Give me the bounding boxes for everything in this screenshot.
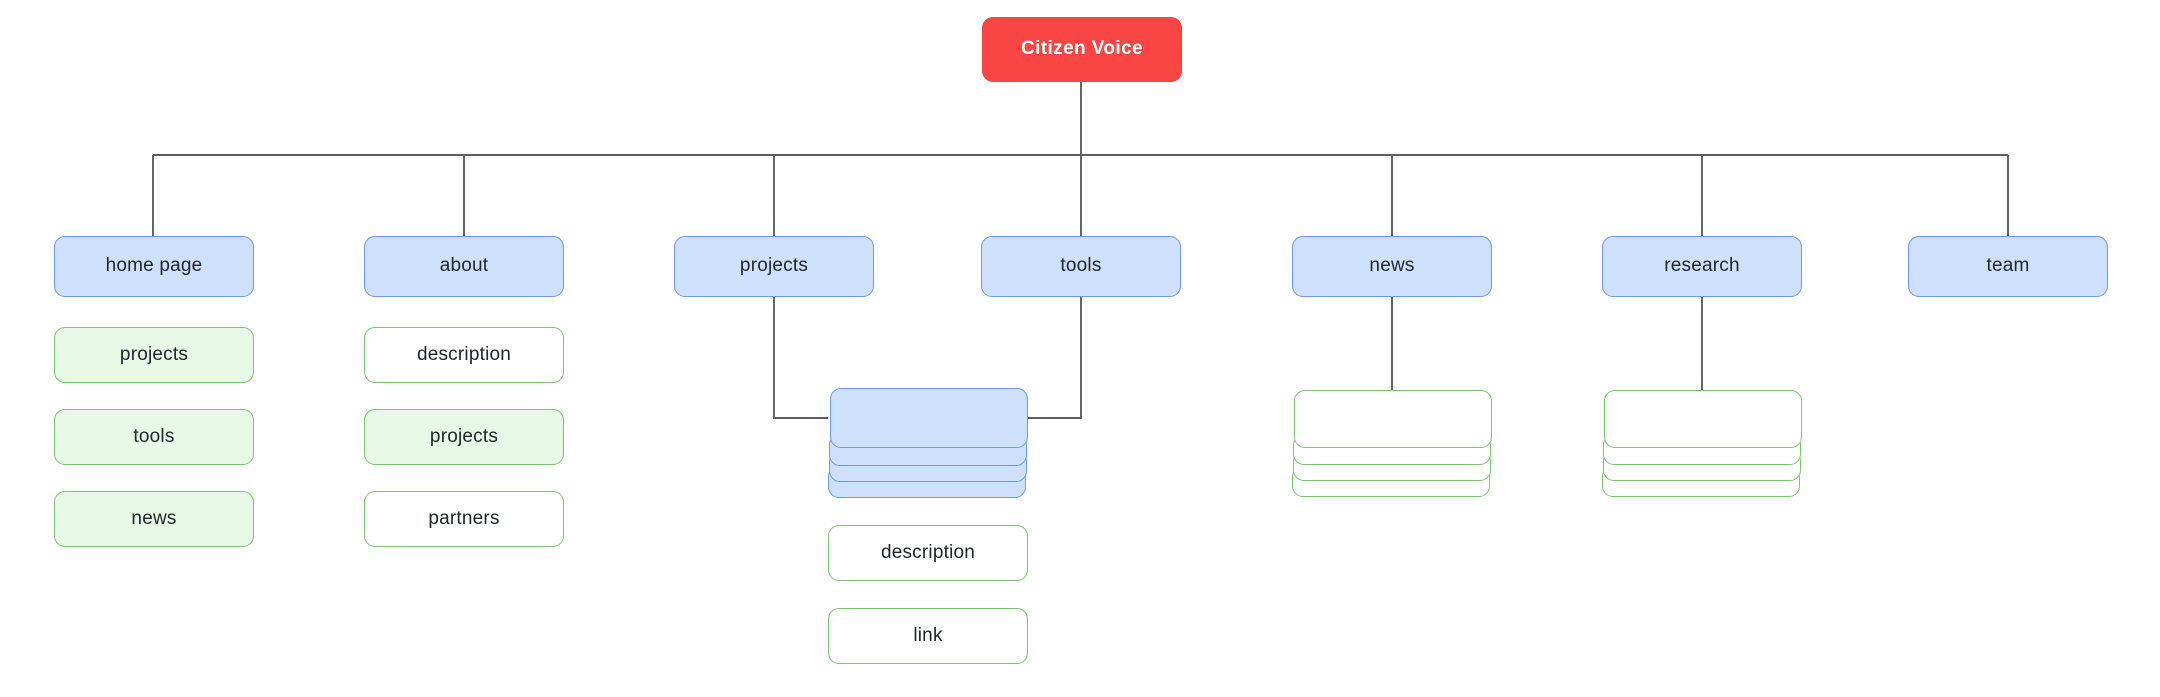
node-about-label: about <box>439 255 489 277</box>
node-team[interactable]: team <box>1908 236 2108 297</box>
node-tools[interactable]: tools <box>981 236 1181 297</box>
node-research-label: research <box>1664 255 1740 277</box>
node-about-child-description-label: description <box>416 343 512 365</box>
node-home-page-label: home page <box>105 255 203 277</box>
research-stack-layer-1 <box>1604 390 1802 448</box>
node-projects-child-description[interactable]: description <box>828 525 1028 581</box>
node-home-child-tools-label: tools <box>133 425 175 447</box>
node-projects-child-description-label: description <box>880 541 976 563</box>
stacked-group-projects-tools[interactable] <box>828 388 1028 498</box>
root-node-label: Citizen Voice <box>1020 38 1144 60</box>
node-home-child-tools[interactable]: tools <box>54 409 254 465</box>
node-about-child-description[interactable]: description <box>364 327 564 383</box>
node-about-child-partners-label: partners <box>428 507 500 529</box>
node-projects-label: projects <box>739 255 809 277</box>
node-home-child-news[interactable]: news <box>54 491 254 547</box>
stacked-group-research[interactable] <box>1602 390 1802 498</box>
stacked-group-news[interactable] <box>1292 390 1492 498</box>
node-about-child-partners[interactable]: partners <box>364 491 564 547</box>
node-team-label: team <box>1986 255 2030 277</box>
node-home-child-news-label: news <box>131 507 177 529</box>
node-projects-child-link-label: link <box>913 624 943 646</box>
node-projects[interactable]: projects <box>674 236 874 297</box>
node-research[interactable]: research <box>1602 236 1802 297</box>
news-stack-layer-1 <box>1294 390 1492 448</box>
stack-layer-1 <box>830 388 1028 448</box>
node-tools-label: tools <box>1060 255 1102 277</box>
node-news[interactable]: news <box>1292 236 1492 297</box>
node-home-child-projects[interactable]: projects <box>54 327 254 383</box>
node-about-child-projects[interactable]: projects <box>364 409 564 465</box>
node-news-label: news <box>1369 255 1415 277</box>
node-home-child-projects-label: projects <box>119 343 189 365</box>
node-about[interactable]: about <box>364 236 564 297</box>
root-node-citizen-voice[interactable]: Citizen Voice <box>982 17 1182 82</box>
node-about-child-projects-label: projects <box>429 425 499 447</box>
node-projects-child-link[interactable]: link <box>828 608 1028 664</box>
node-home-page[interactable]: home page <box>54 236 254 297</box>
